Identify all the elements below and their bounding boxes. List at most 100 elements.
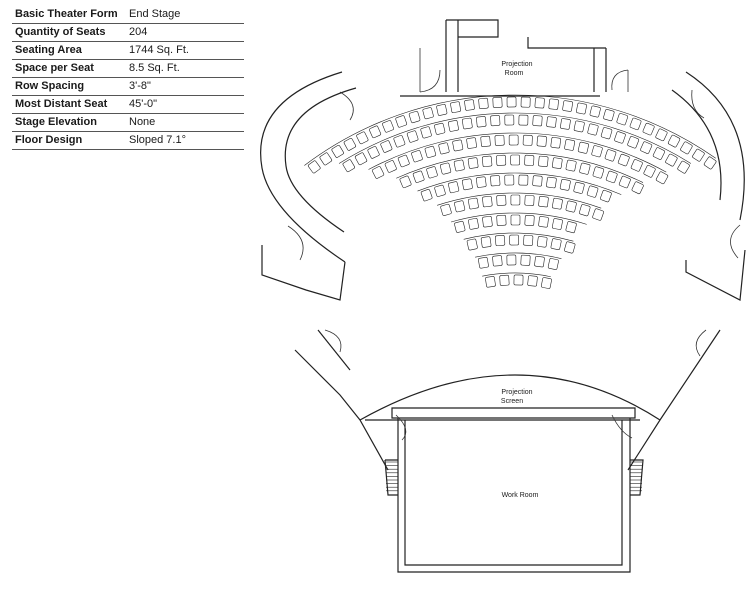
door-left-room [287, 225, 304, 261]
seat [478, 97, 489, 110]
seat [573, 120, 585, 133]
seat [655, 171, 669, 185]
spec-value: End Stage [129, 8, 181, 20]
seat [579, 204, 591, 217]
seating-rows [304, 94, 717, 289]
left-outer-curve [260, 71, 346, 263]
seat [534, 97, 545, 109]
row-arc [463, 232, 574, 242]
seat [440, 162, 452, 175]
seat [600, 127, 613, 140]
spec-label: Space per Seat [15, 62, 94, 74]
seat [541, 277, 552, 289]
left-inner-curve [284, 87, 357, 233]
row-arc [304, 94, 716, 166]
seat [680, 141, 693, 155]
seat [492, 255, 503, 267]
seat [504, 174, 515, 186]
seat [397, 154, 410, 168]
seat [481, 155, 493, 167]
door-projection-left [419, 48, 441, 93]
seat [565, 159, 577, 172]
seat [453, 159, 465, 172]
seat [476, 176, 487, 188]
seat [559, 179, 571, 191]
seat [520, 96, 531, 108]
seat [354, 152, 368, 166]
seat [518, 114, 529, 126]
seat [496, 194, 507, 206]
seat [412, 170, 425, 183]
seat [577, 141, 589, 154]
left-lower-inner [317, 329, 351, 371]
spec-label: Most Distant Seat [15, 98, 108, 110]
row-arc [417, 172, 622, 195]
seat [665, 153, 678, 167]
door-lower-right [695, 329, 707, 357]
seat [422, 107, 434, 120]
seat [499, 274, 510, 286]
seat [592, 166, 605, 179]
seat [506, 96, 517, 108]
seat [372, 166, 385, 179]
seat [565, 221, 577, 234]
right-inner-curve [671, 89, 722, 201]
right-outer-curve [685, 71, 745, 221]
seat [565, 200, 577, 213]
projection-screen-label-1: Projection [501, 389, 532, 396]
seat [591, 145, 603, 158]
left-side-room [261, 245, 346, 301]
seat [532, 115, 543, 127]
seat [408, 111, 421, 124]
seat [510, 214, 521, 226]
work-room-label: Work Room [502, 492, 539, 499]
seat [600, 189, 612, 203]
seat [510, 154, 521, 166]
seat [589, 105, 601, 118]
seat [478, 256, 489, 269]
projection-room-top-left [446, 19, 499, 38]
seat [643, 165, 656, 178]
seat [420, 126, 432, 139]
seat [518, 174, 529, 186]
spec-label: Row Spacing [15, 80, 85, 92]
seat [468, 197, 479, 210]
door-right-room [730, 224, 741, 259]
door-projection-right [611, 69, 629, 92]
seat [630, 159, 643, 172]
row-arc [338, 112, 692, 164]
spec-label: Basic Theater Form [15, 8, 118, 20]
seat [536, 135, 547, 147]
right-lower-wall [627, 329, 721, 471]
spec-label: Quantity of Seats [15, 26, 106, 38]
seat [548, 98, 559, 110]
seat [440, 203, 452, 216]
seat [587, 123, 599, 136]
projection-room-label-2: Room [505, 70, 524, 77]
seat [504, 114, 515, 126]
row-arc [396, 152, 644, 183]
seat [550, 238, 562, 250]
projection-room-label-1: Projection [501, 61, 532, 68]
seat [524, 154, 535, 166]
seat [342, 159, 355, 173]
seat [538, 196, 549, 208]
seat [492, 96, 503, 108]
seat [482, 195, 493, 208]
seat [631, 181, 644, 195]
seat [343, 138, 357, 151]
seat [627, 136, 640, 149]
seat [547, 258, 559, 270]
seat [448, 120, 459, 132]
row-arc [450, 212, 587, 225]
seat [466, 238, 478, 251]
seat [562, 100, 573, 112]
work-room-inner [404, 420, 623, 566]
